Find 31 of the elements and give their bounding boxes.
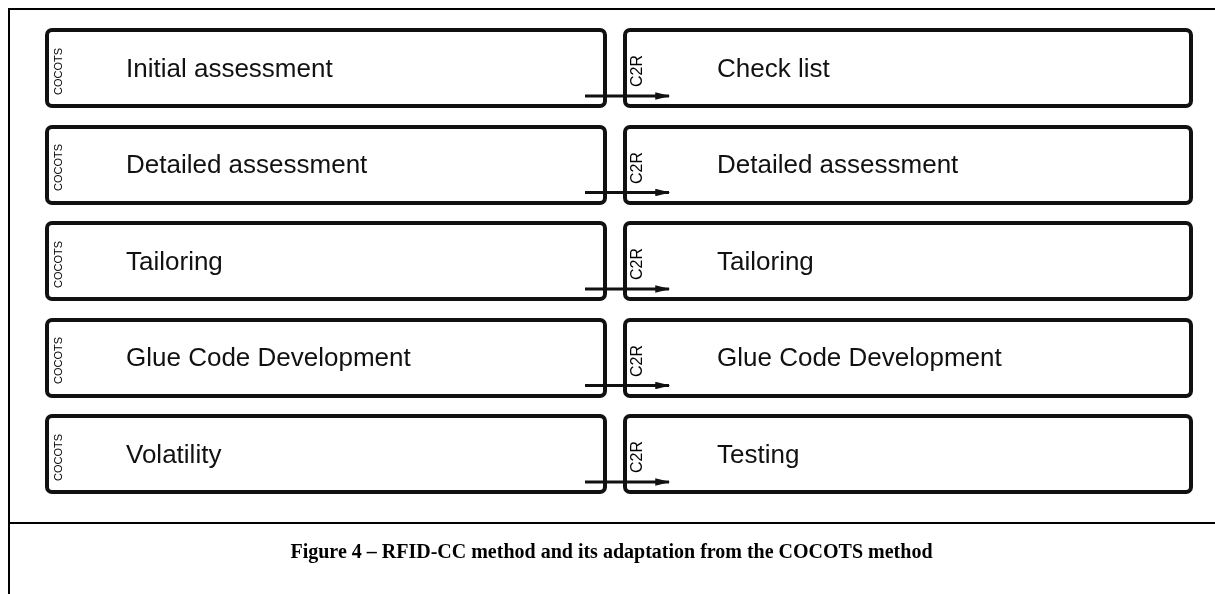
step-label: Initial assessment bbox=[126, 52, 333, 84]
step-box bbox=[623, 28, 1193, 108]
step-box bbox=[45, 414, 607, 494]
step-box bbox=[623, 124, 1193, 205]
method-label: COCOTS bbox=[53, 47, 65, 95]
method-label: C2R bbox=[629, 55, 645, 87]
step-label: Tailoring bbox=[717, 245, 814, 277]
method-label: COCOTS bbox=[53, 240, 65, 288]
figure-caption: Figure 4 – RFID-CC method and its adaptation from the COCOTS method bbox=[289, 540, 934, 563]
step-label: Check list bbox=[717, 52, 830, 84]
step-label: Glue Code Development bbox=[126, 342, 411, 373]
method-label: C2R bbox=[629, 151, 645, 184]
step-label: Detailed assessment bbox=[126, 149, 368, 180]
step-box bbox=[623, 221, 1193, 301]
step-box bbox=[623, 414, 1193, 494]
step-box bbox=[45, 317, 607, 398]
method-label: COCOTS bbox=[53, 433, 65, 481]
method-label: C2R bbox=[629, 248, 645, 280]
step-box bbox=[623, 317, 1193, 398]
method-label: C2R bbox=[629, 344, 645, 377]
step-box bbox=[45, 221, 607, 301]
step-box bbox=[45, 124, 607, 205]
step-label: Glue Code Development bbox=[717, 342, 1002, 373]
method-label: C2R bbox=[629, 441, 645, 473]
step-box bbox=[45, 28, 607, 108]
step-label: Volatility bbox=[126, 438, 222, 470]
method-label: COCOTS bbox=[53, 143, 65, 192]
step-label: Detailed assessment bbox=[717, 149, 959, 180]
method-label: COCOTS bbox=[53, 336, 65, 385]
step-label: Testing bbox=[717, 438, 800, 470]
step-label: Tailoring bbox=[126, 245, 223, 277]
